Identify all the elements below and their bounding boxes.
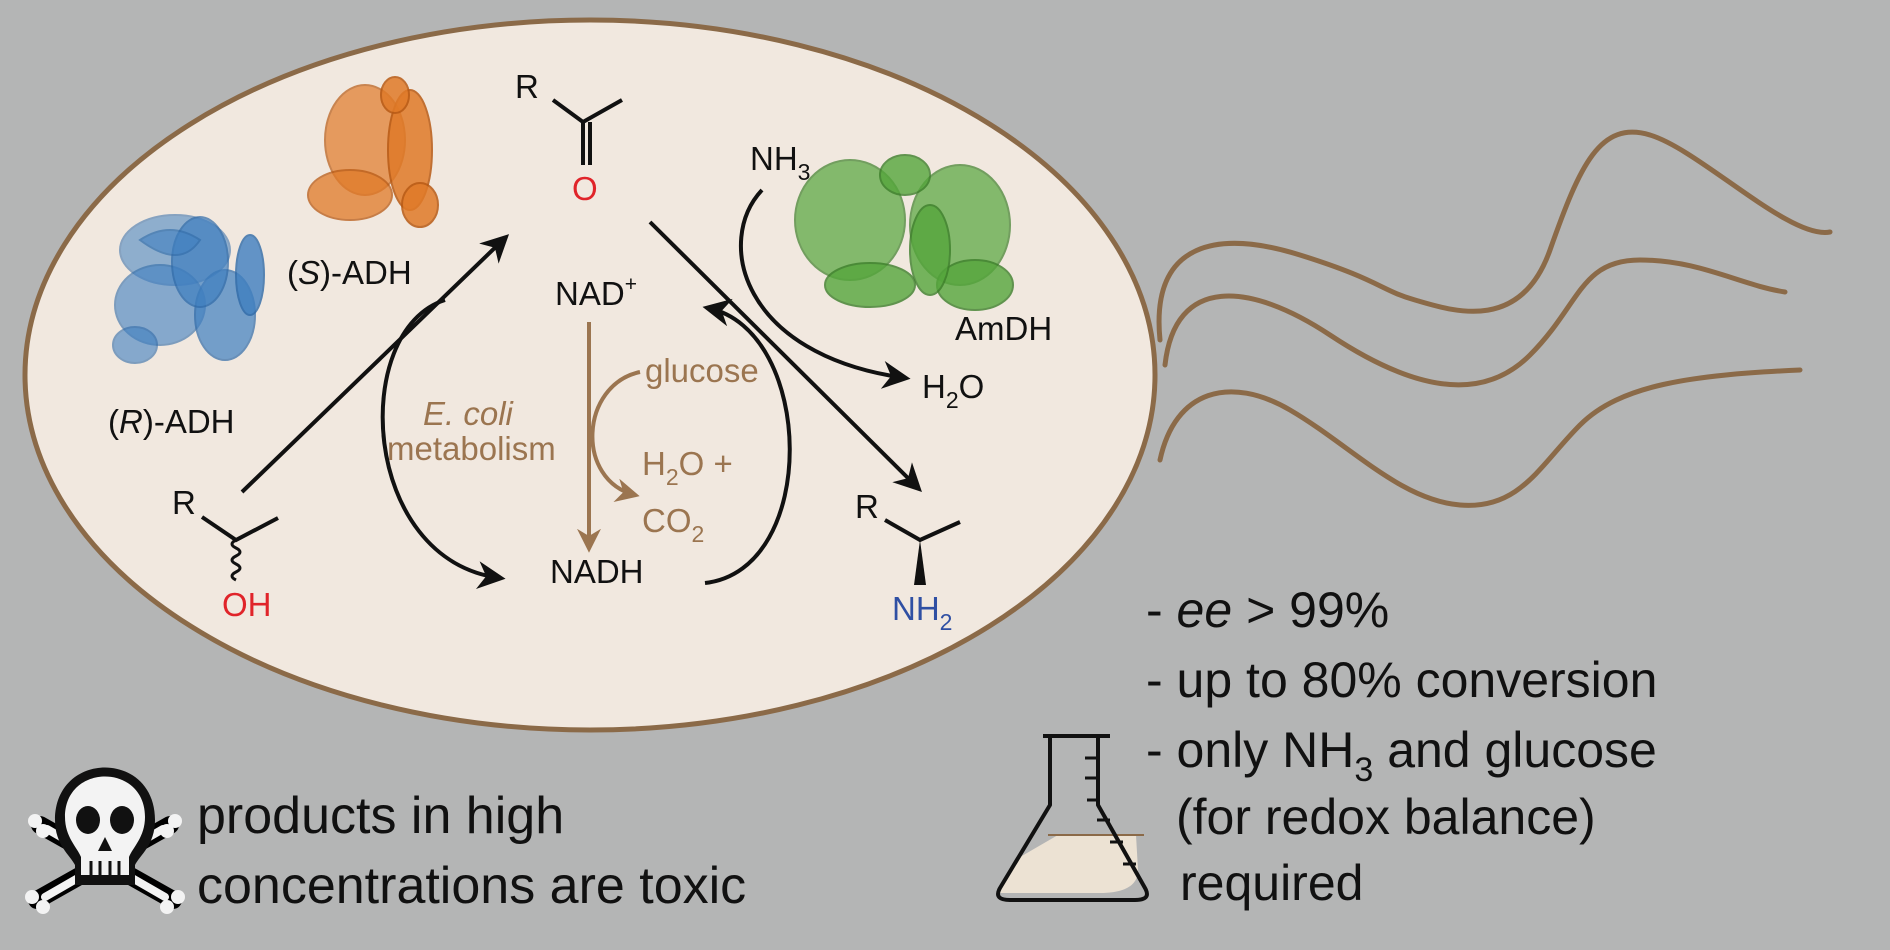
r-adh-label: (R)-ADH <box>108 403 235 440</box>
alcohol-hydroxyl: OH <box>222 586 272 623</box>
ammonia-label: NH3 <box>750 140 810 185</box>
co2-label: CO2 <box>642 502 704 547</box>
results-line-1: - ee > 99% <box>1146 582 1389 638</box>
nad-plus-label: NAD+ <box>555 273 637 312</box>
s-adh-label: (S)-ADH <box>287 254 412 291</box>
s-adh-protein-icon <box>307 76 439 228</box>
ammonia-uptake-arc <box>739 188 911 389</box>
ketone-oxygen: O <box>572 170 598 207</box>
glucose-label: glucose <box>645 352 759 389</box>
glucose-to-products-arc <box>590 370 641 502</box>
ketone-r-group: R <box>515 68 539 105</box>
flagellum-top <box>1156 129 1833 343</box>
results-line-4: (for redox balance) <box>1176 789 1596 845</box>
amine-nitrogen: NH2 <box>892 590 952 635</box>
water-plus-label: H2O + <box>642 445 733 490</box>
nadh-oxidation-arc <box>702 298 792 585</box>
results-line-2: - up to 80% conversion <box>1146 652 1657 708</box>
amdh-protein-icon <box>794 154 1014 311</box>
flagella <box>1156 129 1833 508</box>
alcohol-r-group: R <box>172 484 196 521</box>
metabolism-label: metabolism <box>387 430 556 467</box>
skull-and-crossbones-icon <box>25 767 185 914</box>
amdh-label: AmDH <box>955 310 1052 347</box>
water-label: H2O <box>922 368 984 413</box>
erlenmeyer-flask-icon <box>996 734 1149 902</box>
toxicity-line-2: concentrations are toxic <box>197 857 746 915</box>
wedge-bond <box>914 540 926 585</box>
ketone-to-amine-arrow <box>648 220 922 492</box>
toxicity-line-1: products in high <box>197 787 564 845</box>
nadh-label: NADH <box>550 553 644 590</box>
r-adh-protein-icon <box>112 214 265 364</box>
results-line-5: required <box>1180 855 1363 911</box>
flagellum-middle <box>1162 257 1788 388</box>
amine-r-group: R <box>855 488 879 525</box>
nad-reduction-arc <box>380 298 506 589</box>
amine-structure: R NH2 <box>855 488 961 635</box>
alcohol-structure: R OH <box>172 484 279 623</box>
results-line-3: - only NH3 and glucose <box>1146 722 1657 789</box>
ketone-structure: R O <box>515 68 623 207</box>
alcohol-to-ketone-arrow <box>240 234 510 494</box>
wavy-bond <box>230 538 242 582</box>
metabolism-pathway: E. coli metabolism glucose H2O + CO2 <box>387 322 759 553</box>
flagellum-bottom <box>1157 367 1803 508</box>
reaction-arrows <box>240 188 922 589</box>
e-coli-label: E. coli <box>423 395 515 432</box>
